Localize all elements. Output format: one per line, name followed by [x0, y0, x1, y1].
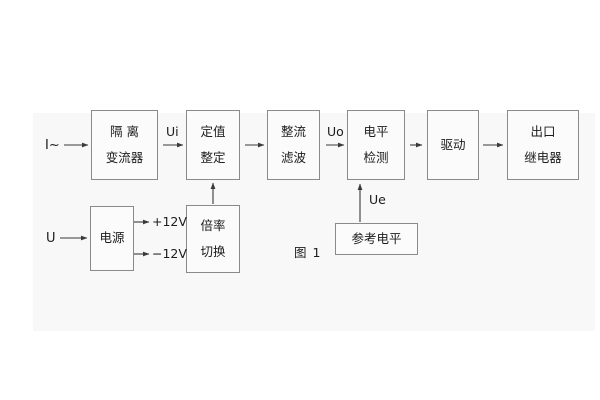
block-output-relay[interactable]: 出口 继电器 — [507, 110, 579, 180]
block-reference-line1: 参考电平 — [351, 230, 402, 246]
block-level-line2: 检测 — [363, 149, 389, 165]
signal-label-ui: Ui — [166, 124, 179, 139]
block-level-detect[interactable]: 电平 检测 — [347, 110, 405, 180]
rail-label-positive: +12V — [152, 214, 187, 229]
block-drive[interactable]: 驱动 — [427, 110, 479, 180]
input-label-current: I~ — [45, 138, 60, 153]
block-drive-line1: 驱动 — [440, 136, 466, 152]
block-power-line1: 电源 — [99, 230, 125, 246]
block-multiplier-line1: 倍率 — [200, 218, 226, 233]
block-isolation-transformer[interactable]: 隔离 变流器 — [91, 110, 158, 180]
block-setting-line1: 定值 — [200, 124, 226, 139]
block-relay-line2: 继电器 — [524, 149, 562, 165]
block-relay-line1: 出口 — [530, 124, 556, 139]
input-label-voltage: U — [46, 231, 56, 246]
block-rectify-line1: 整流 — [280, 124, 306, 139]
block-rectify-filter[interactable]: 整流 滤波 — [267, 110, 320, 180]
block-isolation-line2: 变流器 — [105, 149, 144, 165]
figure-caption: 图 1 — [294, 245, 322, 260]
block-multiplier-line2: 切换 — [200, 243, 226, 259]
block-isolation-line1: 隔离 — [109, 124, 143, 139]
rail-label-negative: −12V — [152, 246, 187, 261]
signal-label-uo: Uo — [327, 124, 344, 139]
block-setting-line2: 整定 — [200, 149, 226, 165]
block-level-line1: 电平 — [363, 124, 389, 139]
signal-label-ue: Ue — [369, 192, 386, 207]
block-power-supply[interactable]: 电源 — [90, 206, 134, 271]
block-rectify-line2: 滤波 — [280, 149, 306, 165]
block-reference-level[interactable]: 参考电平 — [335, 223, 418, 255]
block-setting-adjust[interactable]: 定值 整定 — [186, 110, 240, 180]
block-multiplier-switch[interactable]: 倍率 切换 — [186, 205, 240, 273]
